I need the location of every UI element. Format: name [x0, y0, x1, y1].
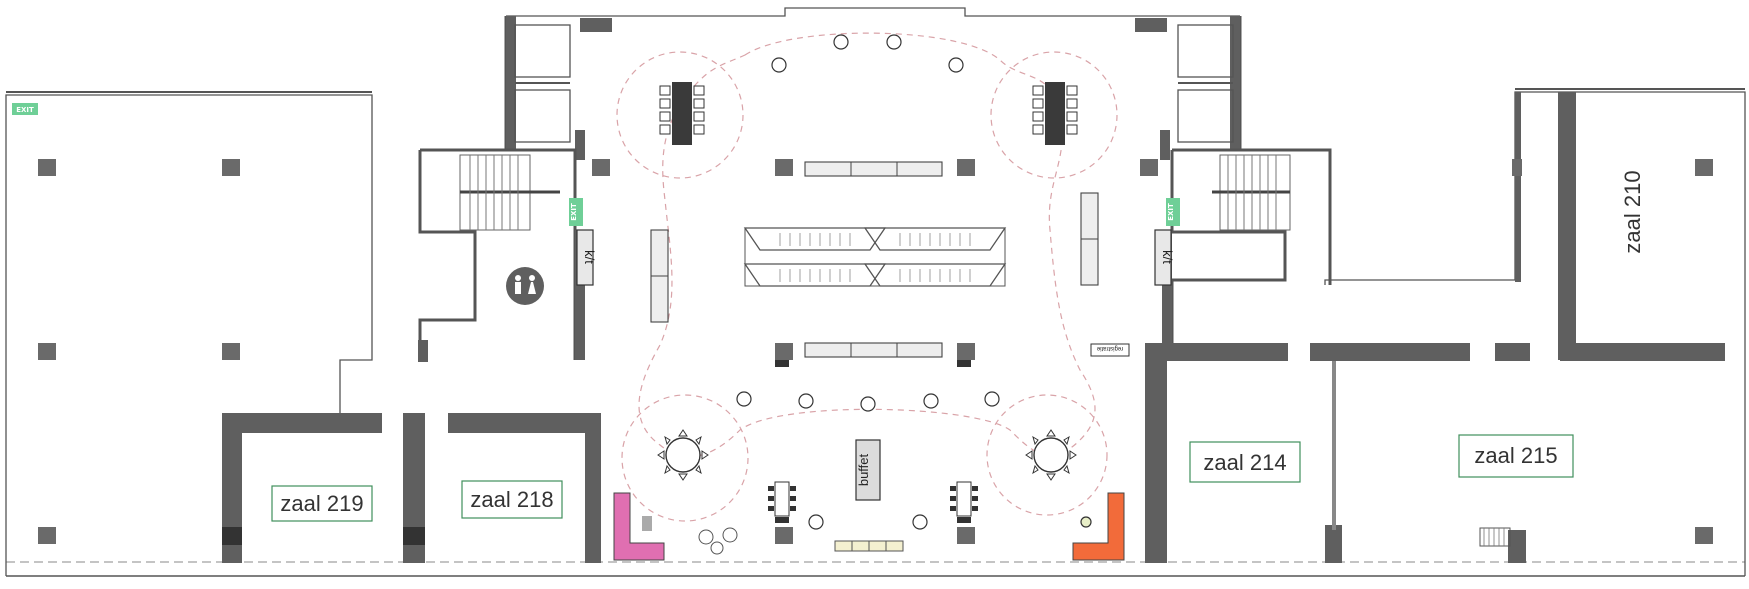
kt-right: k/t [1154, 229, 1175, 286]
svg-text:k/t: k/t [582, 250, 597, 264]
stairs-right [1212, 154, 1291, 231]
svg-text:buffet: buffet [856, 453, 871, 486]
room-label-zaal-214: zaal 214 [1189, 441, 1301, 483]
svg-text:zaal 219: zaal 219 [280, 491, 363, 516]
svg-text:zaal 210: zaal 210 [1620, 170, 1645, 253]
exit-label: EXIT [16, 106, 34, 114]
escalators [743, 227, 1007, 287]
svg-text:zaal 215: zaal 215 [1474, 443, 1557, 468]
walls [222, 16, 1725, 563]
stairs-left [459, 154, 560, 231]
small-table-right [950, 481, 978, 517]
room-label-zaal-218: zaal 218 [461, 480, 563, 519]
lifts-left [514, 24, 571, 143]
columns [38, 159, 1713, 544]
buffet-counter: buffet [855, 439, 881, 501]
small-table-left [768, 481, 796, 517]
benches [650, 161, 1099, 358]
room-label-zaal-219: zaal 219 [271, 485, 373, 522]
svg-text:zaal 214: zaal 214 [1203, 450, 1286, 475]
low-bench [834, 540, 904, 552]
svg-text:k/t: k/t [1160, 250, 1175, 264]
lounge-chairs [698, 527, 738, 555]
exit-label: EXIT [1167, 203, 1175, 221]
exit-sign-left-core: EXIT [569, 198, 583, 226]
lifts-right [1177, 24, 1234, 143]
svg-text:registratie: registratie [1096, 345, 1123, 351]
kt-left: k/t [576, 229, 597, 286]
toilet-icon [506, 267, 544, 305]
exit-sign-right-core: EXIT [1166, 198, 1180, 226]
registration-desk: registratie [1090, 343, 1130, 357]
orange-sofa [1072, 492, 1125, 561]
exit-sign-topleft: EXIT [12, 103, 38, 115]
svg-text:zaal 218: zaal 218 [470, 487, 553, 512]
small-stair [1479, 527, 1511, 547]
meeting-table-right [1032, 82, 1078, 145]
exit-label: EXIT [570, 203, 578, 221]
round-table-left [657, 429, 709, 481]
pink-sofa [613, 492, 665, 561]
round-table-right [1025, 429, 1077, 481]
spotlights [775, 360, 971, 523]
room-label-zaal-215: zaal 215 [1458, 434, 1574, 478]
standing-tables [736, 34, 1092, 530]
room-label-zaal-210: zaal 210 [1620, 170, 1645, 253]
meeting-table-left [659, 82, 705, 145]
